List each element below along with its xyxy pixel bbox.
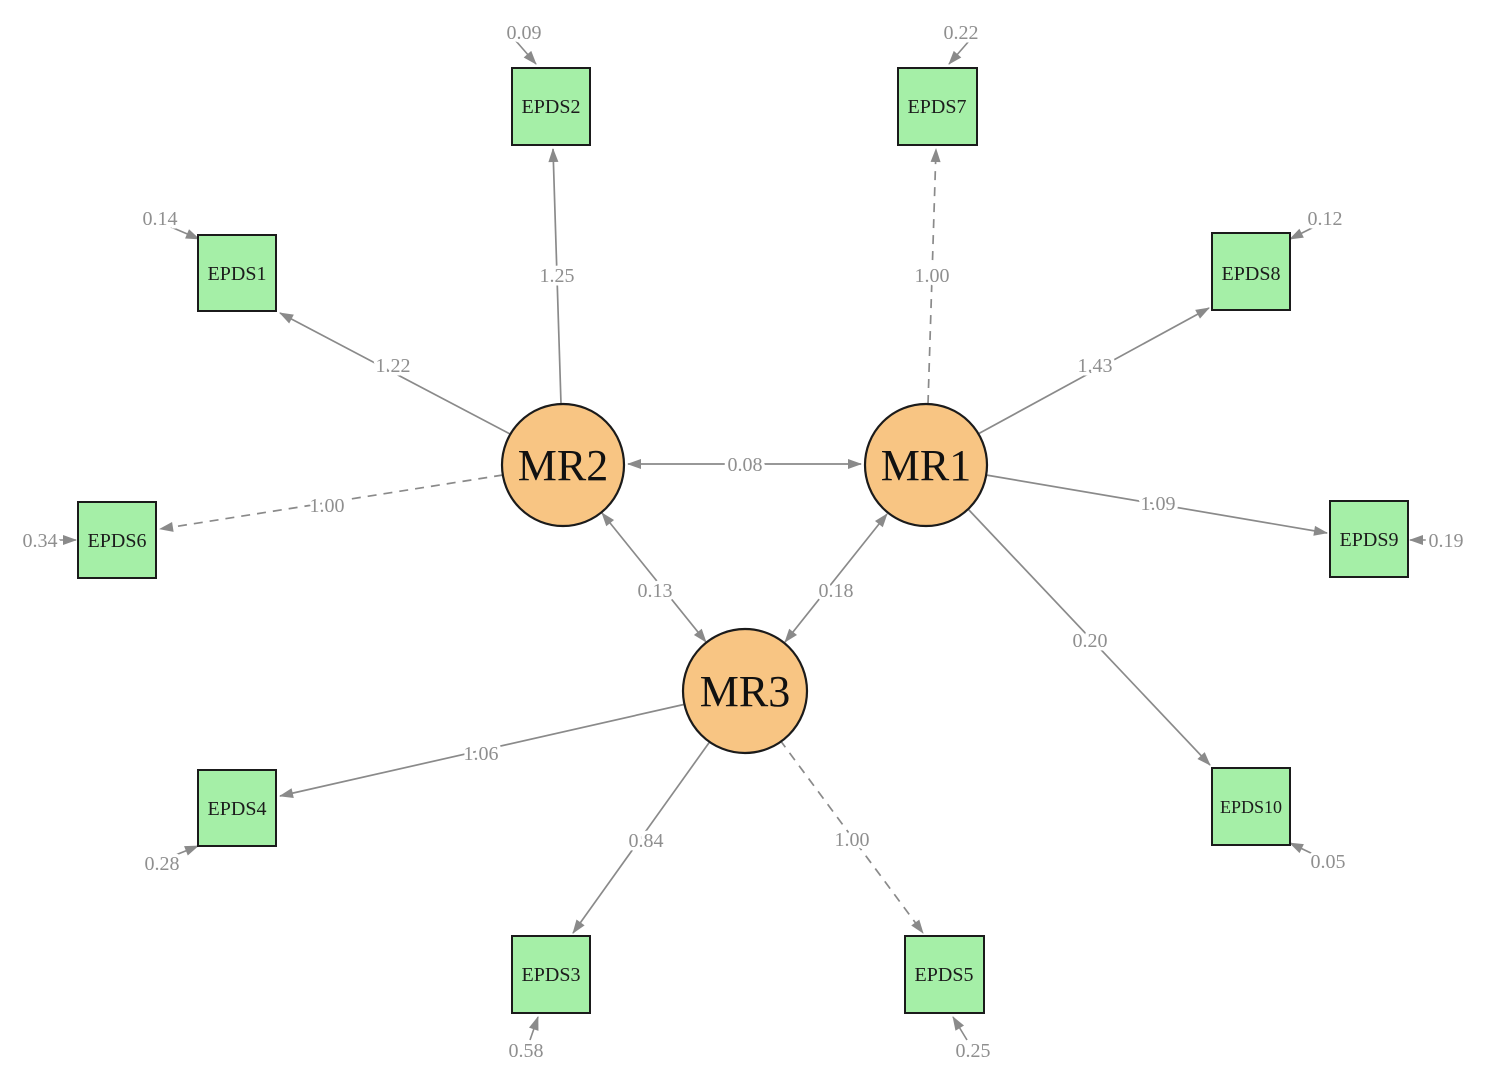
loading-label-mr3-epds3: 0.84 — [629, 830, 664, 852]
error-value-epds6: 0.34 — [23, 530, 58, 552]
loading-edge-mr1-epds8 — [977, 307, 1210, 435]
loading-edge-mr1-epds9 — [985, 474, 1328, 536]
loading-label-mr1-epds9: 1.09 — [1141, 493, 1176, 515]
loading-edge-mr3-epds3 — [572, 739, 712, 934]
loading-edge-mr2-epds1 — [279, 312, 511, 435]
error-value-epds3: 0.58 — [509, 1040, 544, 1062]
observed-node-epds5 — [904, 935, 985, 1014]
latent-label-mr1: MR1 — [881, 441, 971, 490]
covariance-edge-mr1-mr3 — [784, 513, 888, 643]
error-value-epds1: 0.14 — [143, 208, 178, 230]
loading-label-mr2-epds1: 1.22 — [376, 355, 411, 377]
observed-node-epds10 — [1211, 767, 1291, 846]
error-value-epds7: 0.22 — [944, 22, 979, 44]
error-arrow-epds10 — [1289, 842, 1316, 856]
loading-edge-mr3-epds5 — [779, 739, 924, 934]
latent-nodes — [500, 402, 989, 755]
error-variance-labels: 0.14 0.09 0.58 0.28 0.25 0.34 0.22 0.12 … — [19, 19, 1467, 1066]
observed-node-epds4 — [197, 769, 277, 847]
latent-label-mr2: MR2 — [518, 441, 608, 490]
error-arrow-epds1 — [170, 226, 200, 240]
error-arrows — [56, 40, 1430, 1041]
covariance-label-mr1-mr3: 0.18 — [819, 580, 854, 602]
covariance-label-mr2-mr3: 0.13 — [638, 580, 673, 602]
loading-label-mr3-epds4: 1.06 — [464, 743, 499, 765]
observed-label-epds9: EPDS9 — [1340, 529, 1399, 551]
observed-label-epds6: EPDS6 — [88, 530, 147, 552]
loading-edges — [159, 148, 1328, 934]
latent-label-mr3: MR3 — [700, 667, 790, 716]
loading-labels: 1.22 1.25 1.00 1.00 1.43 1.09 0.20 1.06 … — [306, 262, 1179, 856]
loading-label-mr1-epds8: 1.43 — [1078, 355, 1113, 377]
loading-edge-mr1-epds7 — [927, 148, 941, 405]
observed-node-epds2 — [511, 67, 591, 146]
observed-label-epds2: EPDS2 — [522, 96, 581, 118]
observed-label-epds3: EPDS3 — [522, 964, 581, 986]
error-value-epds8: 0.12 — [1308, 208, 1343, 230]
observed-label-epds10: EPDS10 — [1220, 797, 1282, 817]
error-value-epds10: 0.05 — [1311, 851, 1346, 873]
error-value-epds4: 0.28 — [145, 853, 180, 875]
observed-node-epds3 — [511, 935, 591, 1014]
observed-label-epds8: EPDS8 — [1222, 263, 1281, 285]
loading-edge-mr2-epds6 — [159, 474, 504, 532]
error-value-epds5: 0.25 — [956, 1040, 991, 1062]
observed-node-epds6 — [77, 501, 157, 579]
observed-node-epds8 — [1211, 232, 1291, 311]
error-arrow-epds2 — [515, 40, 537, 65]
loading-label-mr2-epds6: 1.00 — [310, 495, 345, 517]
error-arrow-epds5 — [952, 1016, 968, 1041]
covariance-label-mr2-mr1: 0.08 — [728, 454, 763, 476]
latent-node-mr3 — [681, 627, 809, 755]
error-arrow-epds4 — [172, 845, 199, 857]
loading-label-mr1-epds7: 1.00 — [915, 265, 950, 287]
latent-node-mr1 — [863, 402, 989, 528]
loading-label-mr3-epds5: 1.00 — [835, 829, 870, 851]
observed-node-epds7 — [897, 67, 978, 146]
error-arrow-epds8 — [1289, 226, 1315, 240]
observed-label-epds5: EPDS5 — [915, 964, 974, 986]
observed-node-epds1 — [197, 234, 277, 312]
loading-edge-mr3-epds4 — [279, 703, 687, 799]
observed-label-epds7: EPDS7 — [908, 96, 967, 118]
error-arrow-epds7 — [948, 40, 970, 65]
error-value-epds9: 0.19 — [1429, 530, 1464, 552]
observed-node-epds9 — [1329, 500, 1409, 578]
latent-node-mr2 — [500, 402, 626, 528]
loading-edge-mr1-epds10 — [967, 508, 1211, 766]
loading-edge-mr2-epds2 — [548, 148, 562, 405]
covariance-edge-mr2-mr3 — [601, 512, 707, 643]
observed-nodes — [77, 67, 1409, 1014]
error-value-epds2: 0.09 — [507, 22, 542, 44]
observed-label-epds1: EPDS1 — [208, 263, 267, 285]
error-arrow-epds3 — [529, 1016, 539, 1041]
observed-label-epds4: EPDS4 — [208, 798, 267, 820]
node-labels: MR2 MR1 MR3 EPDS1 EPDS2 EPDS3 EPDS4 EPDS… — [88, 96, 1399, 986]
covariance-labels: 0.08 0.13 0.18 — [634, 451, 857, 606]
loading-label-mr2-epds2: 1.25 — [540, 265, 575, 287]
covariance-edges — [601, 459, 888, 643]
loading-label-mr1-epds10: 0.20 — [1073, 630, 1108, 652]
